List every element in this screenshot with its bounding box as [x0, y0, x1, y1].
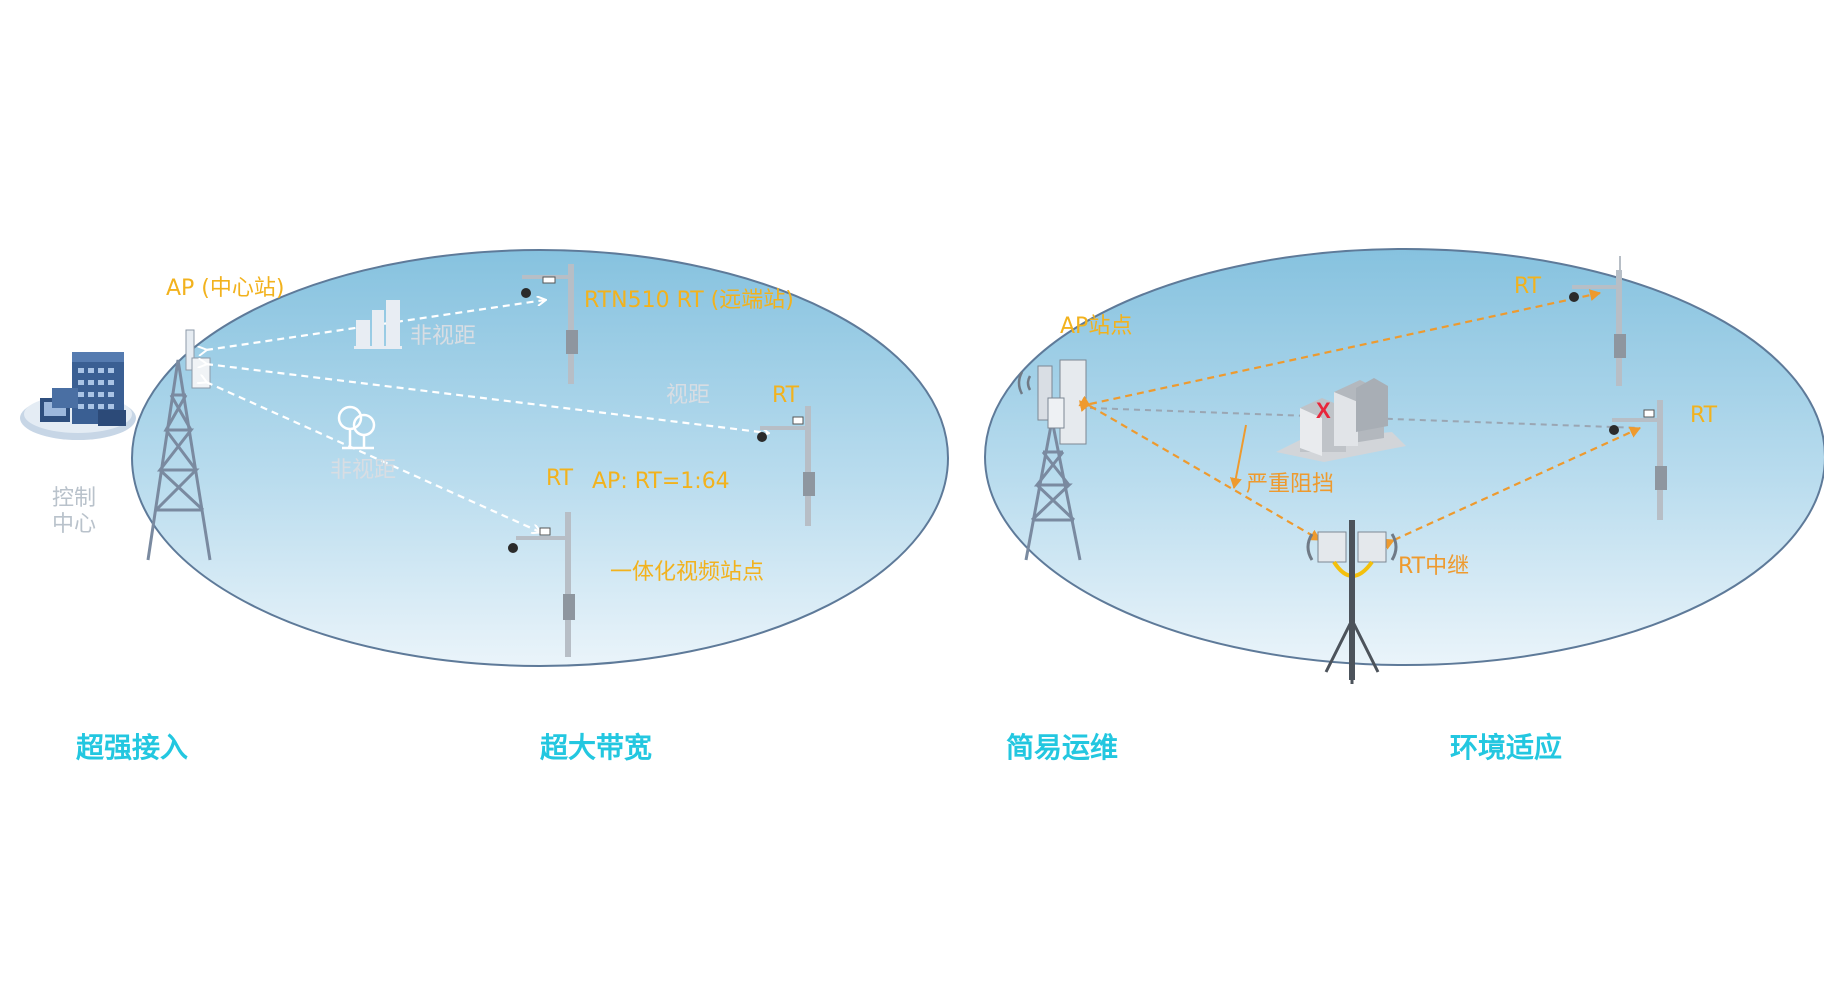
control-center-label-line1: 控制 — [52, 486, 97, 511]
control-center-label: 控制 中心 — [52, 486, 96, 539]
rt-relay-icon — [1306, 520, 1398, 684]
relay-label: RT中继 — [1398, 554, 1470, 579]
rt-pole-top-right — [1569, 256, 1626, 386]
rtn-label: RTN510 RT (远端站) — [584, 288, 794, 313]
blocked-arrow — [1229, 424, 1247, 489]
ratio-label: AP: RT=1:64 — [592, 469, 730, 494]
rt-pole-bottom — [508, 512, 575, 657]
ap-label: AP (中心站) — [166, 276, 285, 301]
feature-caption-access: 超强接入 — [76, 731, 189, 764]
rt-right-label: RT — [1690, 403, 1718, 428]
blocked-label: 严重阻挡 — [1246, 472, 1335, 497]
blocked-x-mark: X — [1316, 398, 1331, 423]
building-obstacle-icon — [354, 300, 402, 349]
rt-label-right: RT — [772, 383, 800, 408]
rt-pole-right — [757, 406, 815, 526]
wireless-links-right — [1078, 289, 1641, 550]
rt-label-bottom: RT — [546, 466, 574, 491]
tree-obstacle-icon — [337, 405, 376, 450]
obstacle-buildings-icon — [1276, 378, 1406, 462]
ap-site-label: AP站点 — [1060, 314, 1133, 339]
right-coverage-area — [984, 248, 1824, 666]
feature-caption-environment: 环境适应 — [1450, 731, 1563, 764]
control-center-icon — [20, 352, 136, 440]
los-label: 视距 — [666, 383, 711, 408]
feature-caption-bandwidth: 超大带宽 — [540, 731, 653, 764]
nlos-label-tree: 非视距 — [330, 458, 397, 483]
rt-pole-mid-right — [1609, 400, 1667, 520]
left-coverage-area — [131, 249, 949, 667]
rtn-pole-top — [521, 264, 578, 384]
nlos-label-building: 非视距 — [410, 324, 477, 349]
control-center-label-line2: 中心 — [52, 512, 97, 538]
feature-caption-maintenance: 简易运维 — [1006, 731, 1119, 764]
integrated-video-site-label: 一体化视频站点 — [610, 560, 765, 585]
rt-top-label: RT — [1514, 274, 1542, 299]
